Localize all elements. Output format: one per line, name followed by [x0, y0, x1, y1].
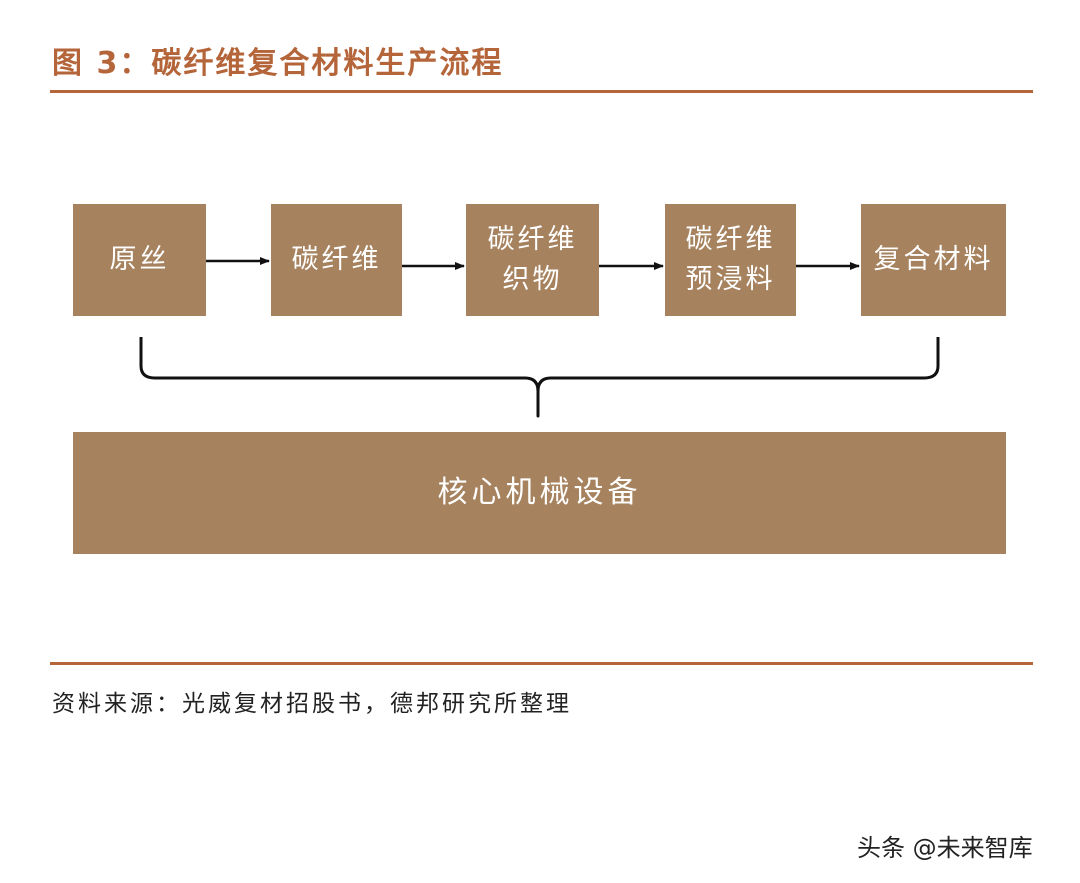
- watermark: 头条 @未来智库: [857, 834, 1033, 862]
- step-label: 碳纤维 织物: [487, 224, 578, 295]
- step-precursor: 原丝: [73, 204, 206, 316]
- step-carbon-fiber-prepreg: 碳纤维 预浸料: [665, 204, 796, 316]
- bottom-divider: [50, 662, 1033, 665]
- core-equipment-box: 核心机械设备: [73, 432, 1006, 554]
- step-label: 复合材料: [873, 244, 994, 275]
- figure-title: 图 3：碳纤维复合材料生产流程: [52, 46, 504, 81]
- step-label: 碳纤维: [291, 244, 382, 275]
- grouping-brace: [139, 337, 940, 418]
- top-divider: [50, 90, 1033, 93]
- step-carbon-fiber: 碳纤维: [271, 204, 402, 316]
- step-composite-material: 复合材料: [861, 204, 1006, 316]
- core-equipment-label: 核心机械设备: [437, 475, 642, 510]
- source-note: 资料来源：光威复材招股书，德邦研究所整理: [52, 691, 572, 717]
- step-carbon-fiber-fabric: 碳纤维 织物: [466, 204, 599, 316]
- step-label: 原丝: [109, 244, 170, 275]
- step-label: 碳纤维 预浸料: [685, 224, 776, 295]
